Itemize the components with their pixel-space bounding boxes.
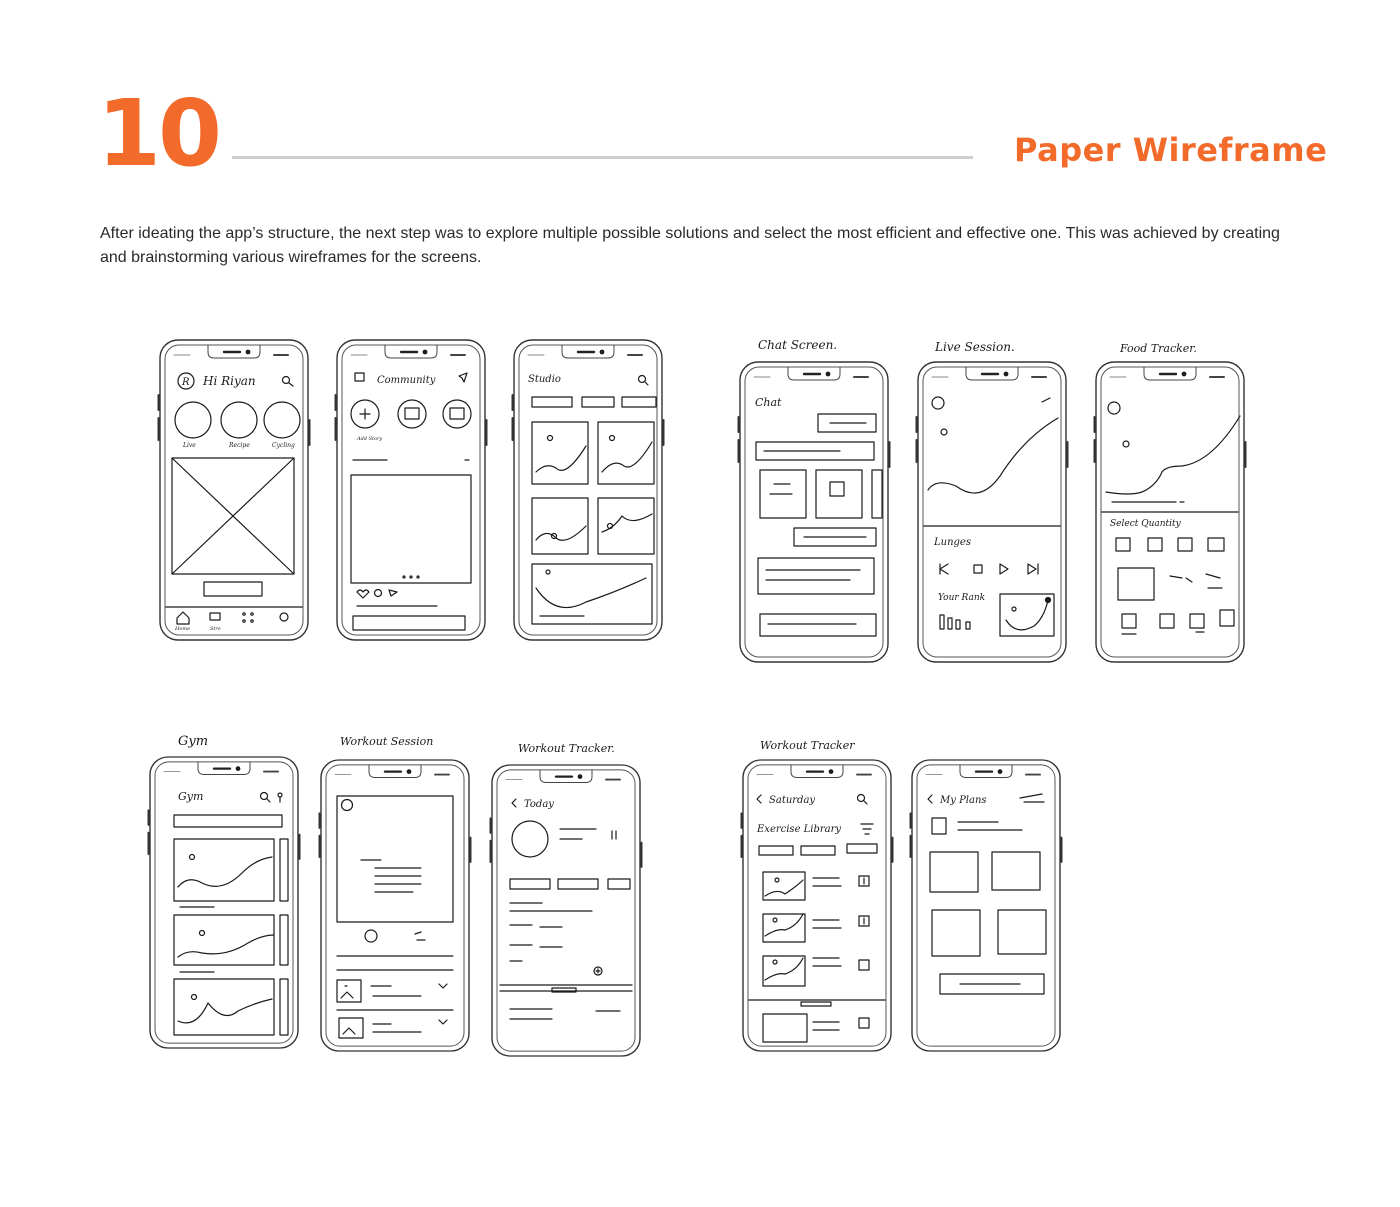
home-circle-label-1: Live — [182, 442, 196, 449]
wireframe-exercise-library-screen: Saturday Exercise Library — [740, 758, 894, 1053]
community-title: Community — [377, 375, 436, 386]
home-tab-label-2: Stre — [210, 626, 221, 632]
caption-workout-tracker: Workout Tracker. — [518, 742, 615, 755]
wireframe-home-screen: R Hi Riyan Live Recipe Cycling Home Stre — [157, 338, 311, 642]
wireframe-live-screen: Lunges Your Rank — [915, 360, 1069, 664]
wireframe-community-screen: Community Add Story — [334, 338, 488, 642]
live-section-label: Lunges — [933, 537, 971, 548]
wireframe-workout-session-screen — [318, 758, 472, 1053]
home-circle-label-2: Recipe — [228, 442, 250, 449]
wireframe-food-screen: Select Quantity — [1093, 360, 1247, 664]
home-circle-label-3: Cycling — [272, 442, 295, 449]
wireframe-studio-screen: Studio — [511, 338, 665, 642]
section-title: Paper Wireframe — [1014, 131, 1328, 169]
wireframe-gym-screen: Gym — [147, 755, 301, 1050]
home-greeting: Hi Riyan — [202, 374, 256, 388]
studio-title: Studio — [528, 374, 561, 385]
library-section: Exercise Library — [756, 824, 841, 835]
gym-title: Gym — [178, 790, 203, 803]
caption-chat: Chat Screen. — [758, 338, 837, 352]
caption-gym: Gym — [178, 734, 208, 749]
header-divider — [232, 156, 973, 159]
caption-workout-session: Workout Session — [340, 735, 433, 748]
caption-workout-tracker-2: Workout Tracker — [760, 739, 855, 752]
community-add-story: Add Story — [356, 436, 382, 442]
chat-title: Chat — [755, 396, 782, 409]
caption-food: Food Tracker. — [1119, 342, 1197, 355]
wireframe-my-plans-screen: My Plans — [909, 758, 1063, 1053]
caption-live: Live Session. — [934, 340, 1015, 354]
live-rank-label: Your Rank — [938, 593, 985, 603]
section-number: 10 — [97, 80, 222, 187]
home-tab-label-1: Home — [174, 626, 190, 632]
wireframe-workout-tracker-screen: Today — [489, 763, 643, 1058]
plans-title: My Plans — [939, 795, 987, 806]
wireframe-chat-screen: Chat — [737, 360, 891, 664]
food-quantity-label: Select Quantity — [1110, 519, 1182, 529]
home-avatar-letter: R — [181, 377, 190, 388]
tracker-title: Today — [524, 799, 554, 810]
library-day: Saturday — [769, 795, 815, 806]
intro-paragraph: After ideating the app’s structure, the … — [100, 225, 1280, 266]
